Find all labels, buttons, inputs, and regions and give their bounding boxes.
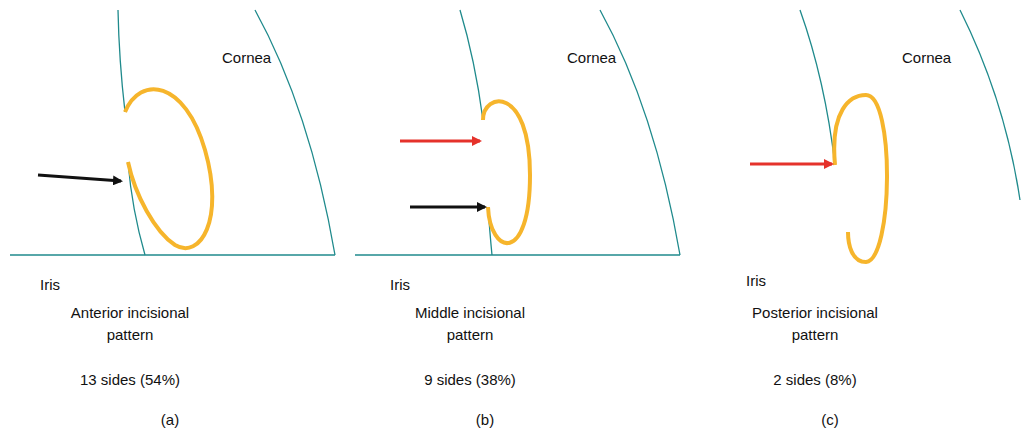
incision-loop (125, 89, 212, 248)
cornea-outline (800, 10, 1020, 200)
pattern-caption: Middle incisional pattern (390, 302, 550, 346)
panel-letter: (b) (476, 409, 494, 431)
structure-label: Iris (40, 274, 60, 296)
count-label: 9 sides (38%) (424, 369, 516, 391)
red-arrow (750, 163, 832, 166)
incision-loop (834, 95, 887, 262)
count-label: 2 sides (8%) (773, 369, 856, 391)
structure-label: Iris (390, 274, 410, 296)
panel-letter: (a) (161, 409, 179, 431)
structure-label: Iris (746, 270, 766, 292)
structure-label: Cornea (567, 47, 616, 69)
count-label: 13 sides (54%) (80, 369, 180, 391)
incision-loop (483, 101, 530, 243)
panel-letter: (c) (821, 409, 839, 431)
red-arrow (400, 140, 480, 143)
cornea-outline (355, 10, 680, 255)
black-arrow (38, 175, 121, 181)
structure-label: Cornea (222, 47, 271, 69)
pattern-caption: Anterior incisional pattern (50, 302, 210, 346)
pattern-caption: Posterior incisional pattern (735, 302, 895, 346)
structure-label: Cornea (902, 47, 951, 69)
black-arrow (410, 206, 485, 209)
cornea-outline (10, 10, 335, 255)
